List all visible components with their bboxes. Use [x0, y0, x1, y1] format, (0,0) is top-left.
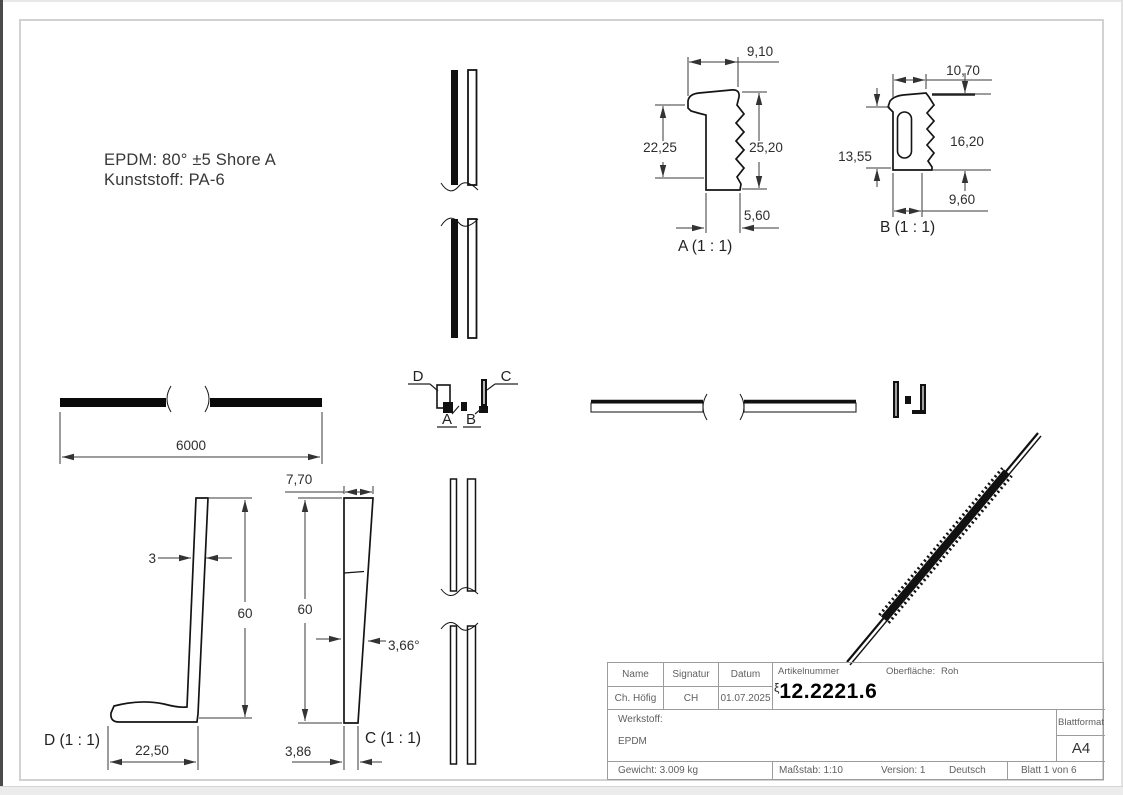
- view-side-length: [590, 393, 857, 421]
- detail-a-profile: [687, 89, 746, 191]
- screen-edge-left: [0, 0, 3, 794]
- part-b-end: [479, 406, 488, 413]
- section-marker-b: B: [466, 411, 476, 428]
- section-view-center: D C A B: [408, 368, 518, 428]
- detail-b-dim-left: 13,55: [838, 149, 872, 164]
- screen-edge-bottom: [0, 786, 1123, 795]
- detail-a-dim-left: 22,25: [643, 140, 677, 155]
- detail-a-dim-bottom: 5,60: [744, 208, 770, 223]
- detail-a-dim-right: 25,20: [749, 140, 783, 155]
- tb-artikelnummer-value: 12.2221.6: [779, 680, 878, 703]
- length-bar-left: [60, 398, 166, 407]
- sheet-border: [19, 19, 1104, 781]
- tb-massstab: Maßstab: 1:10: [779, 765, 843, 776]
- detail-a-dim-top: 9,10: [747, 44, 773, 59]
- tb-gewicht-cell: [608, 761, 773, 780]
- isometric-view: [846, 432, 1042, 666]
- detail-d-dim-thickness: 3: [148, 551, 156, 566]
- detail-d-label: D (1 : 1): [44, 732, 100, 749]
- tb-header-datum: Datum: [719, 663, 773, 687]
- material-note: EPDM: 80° ±5 Shore A Kunststoff: PA-6: [104, 150, 276, 190]
- tb-oberflaeche-value: Roh: [941, 666, 959, 677]
- detail-a: 9,10 22,25 25,20 5,60 A (1 : 1): [643, 44, 783, 255]
- material-note-line1: EPDM: 80° ±5 Shore A: [104, 151, 276, 169]
- detail-d-profile: [110, 497, 209, 723]
- title-block: Name Signatur Datum Ch. Höfig CH 01.07.2…: [607, 662, 1105, 780]
- tb-scale-cell: [773, 761, 1008, 780]
- detail-c-dim-bottom: 3,86: [285, 744, 311, 759]
- material-note-line2: Kunststoff: PA-6: [104, 171, 225, 189]
- tb-werkstoff-value: EPDM: [618, 736, 647, 747]
- section-marker-d: D: [413, 368, 424, 385]
- length-bar-right: [210, 398, 322, 407]
- detail-c-dim-height: 60: [297, 602, 312, 617]
- detail-b-dim-right: 16,20: [950, 134, 984, 149]
- tb-value-datum: 01.07.2025: [719, 687, 773, 709]
- view-front-bottom: [440, 478, 479, 765]
- detail-d-dim-height: 60: [237, 606, 252, 621]
- screen-edge-right: [1121, 0, 1123, 794]
- view-top-length: 6000: [59, 385, 323, 464]
- detail-b-label: B (1 : 1): [880, 219, 935, 236]
- part-d-foot: [443, 402, 453, 413]
- section-marker-a: A: [442, 411, 452, 428]
- tb-value-signatur: CH: [664, 687, 719, 709]
- tb-artikelnummer-label: Artikelnummer: [778, 666, 840, 677]
- detail-c-dim-top: 7,70: [286, 472, 312, 487]
- detail-d: 3 60 22,50 D (1 : 1): [44, 497, 253, 770]
- overall-length-dim: 6000: [176, 438, 206, 453]
- tb-row-werkstoff: [608, 709, 1105, 761]
- screen-edge-top: [0, 0, 1123, 2]
- tb-artikelnummer-prefix: ξ: [774, 681, 780, 695]
- detail-c: 7,70 60 3,66° 3,86 C (1 : 1): [285, 472, 421, 770]
- tb-value-name: Ch. Höfig: [608, 687, 664, 709]
- detail-d-dim-bottom: 22,50: [135, 743, 169, 758]
- detail-b-slot: [896, 111, 913, 159]
- detail-a-label: A (1 : 1): [678, 238, 732, 255]
- tb-sprache: Deutsch: [949, 765, 986, 776]
- end-views-small: [893, 381, 926, 418]
- part-a-end: [461, 402, 467, 411]
- detail-b-dim-top: 10,70: [946, 63, 980, 78]
- tb-blattformat-value: A4: [1056, 736, 1105, 761]
- tb-version: Version: 1: [881, 765, 926, 776]
- tb-gewicht: Gewicht: 3.009 kg: [618, 765, 699, 776]
- detail-c-dim-angle: 3,66°: [388, 638, 420, 653]
- detail-b: 10,70 13,55 16,20 9,60 B (1 : 1): [838, 63, 992, 236]
- tb-header-name: Name: [608, 663, 664, 687]
- tb-werkstoff-label: Werkstoff:: [618, 714, 663, 725]
- view-front-full-length: [440, 69, 479, 339]
- detail-c-profile: [343, 497, 374, 724]
- tb-artikelnummer: ξ12.2221.6: [774, 680, 877, 704]
- section-marker-c: C: [501, 368, 512, 385]
- detail-b-dim-bottom: 9,60: [949, 192, 975, 207]
- tb-blattformat-label: Blattformat: [1056, 709, 1105, 736]
- tb-row-bottom: [608, 761, 1105, 780]
- tb-header-signatur: Signatur: [664, 663, 719, 687]
- tb-blatt: Blatt 1 von 6: [1021, 765, 1077, 776]
- tb-oberflaeche-label: Oberfläche:: [886, 666, 936, 677]
- detail-c-label: C (1 : 1): [365, 730, 421, 747]
